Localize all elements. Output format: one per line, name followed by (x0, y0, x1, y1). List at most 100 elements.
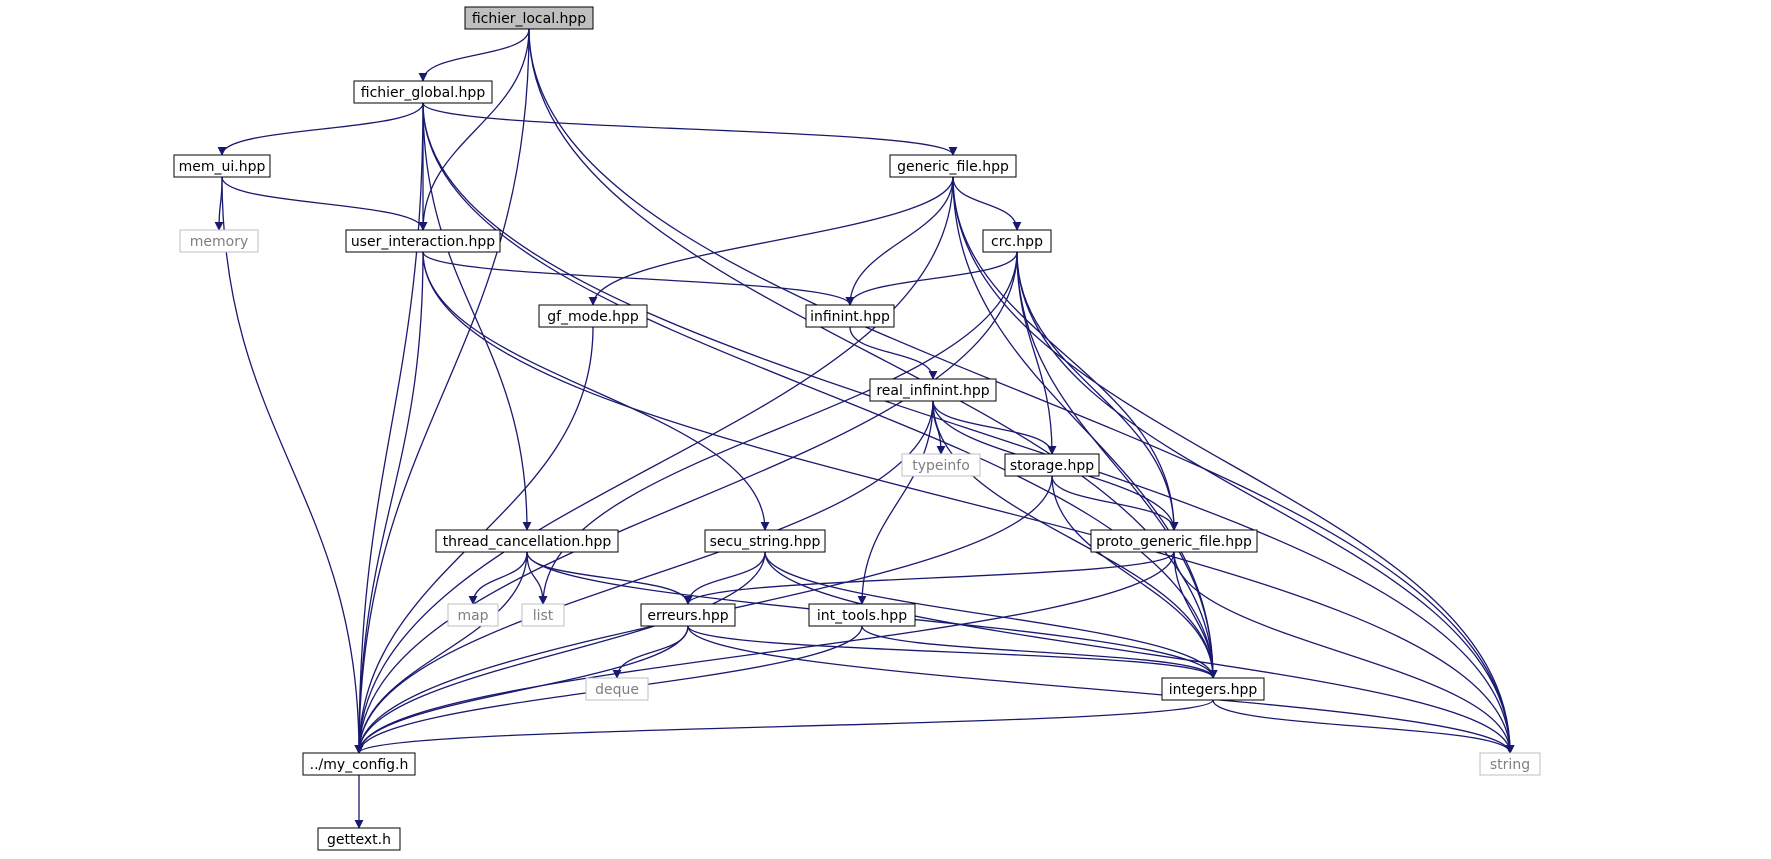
node-box[interactable] (640, 603, 736, 627)
node-box[interactable] (704, 529, 826, 553)
edge-crc-to-integers (1016, 251, 1218, 679)
node-box[interactable] (317, 827, 401, 851)
edge-storage-to-integers (1051, 475, 1218, 679)
node-label[interactable]: ../my_config.h (310, 757, 409, 773)
node-box[interactable] (345, 229, 501, 253)
node-gf-mode[interactable]: gf_mode.hpp (538, 304, 648, 328)
node-label: memory (190, 234, 249, 250)
edge-user_interaction-to-my_config (354, 251, 424, 754)
node-erreurs[interactable]: erreurs.hpp (640, 603, 736, 627)
edge-thread_cancellation-to-my_config (354, 551, 528, 754)
node-box (447, 603, 499, 627)
node-label[interactable]: real_infinint.hpp (876, 383, 989, 399)
node-label[interactable]: infinint.hpp (810, 309, 890, 325)
node-box[interactable] (538, 304, 648, 328)
node-list: list (521, 603, 565, 627)
edge-user_interaction-to-string (422, 251, 1515, 754)
node-label[interactable]: crc.hpp (991, 234, 1043, 250)
edge-fichier_global-to-thread_cancellation (422, 102, 532, 531)
edge-mem_ui-to-user_interaction (221, 176, 428, 231)
node-box[interactable] (464, 6, 594, 30)
edge-secu_string-to-my_config (354, 551, 766, 754)
node-box[interactable] (982, 229, 1052, 253)
node-generic-file[interactable]: generic_file.hpp (889, 154, 1017, 178)
edge-erreurs-to-string (687, 625, 1515, 754)
edge-proto_generic_file-to-integers (1173, 551, 1218, 679)
edge-secu_string-to-erreurs (683, 551, 766, 605)
edge-crc-to-my_config (354, 251, 1018, 754)
edge-mem_ui-to-my_config (221, 176, 364, 754)
node-gettext[interactable]: gettext.h (317, 827, 401, 851)
node-label[interactable]: fichier_global.hpp (361, 85, 486, 101)
node-label[interactable]: integers.hpp (1169, 682, 1258, 698)
node-int-tools[interactable]: int_tools.hpp (808, 603, 916, 627)
node-label[interactable]: storage.hpp (1010, 458, 1094, 474)
node-box[interactable] (1090, 529, 1258, 553)
node-mem-ui[interactable]: mem_ui.hpp (173, 154, 271, 178)
edge-user_interaction-to-infinint (422, 251, 855, 306)
edge-fichier_global-to-generic_file (422, 102, 958, 156)
node-box[interactable] (889, 154, 1017, 178)
node-box[interactable] (173, 154, 271, 178)
node-integers[interactable]: integers.hpp (1161, 677, 1265, 701)
node-real-infinint[interactable]: real_infinint.hpp (869, 378, 997, 402)
node-box (521, 603, 565, 627)
edge-erreurs-to-integers (687, 625, 1218, 679)
edge-secu_string-to-string (764, 551, 1515, 754)
node-label[interactable]: int_tools.hpp (817, 608, 907, 624)
node-box[interactable] (808, 603, 916, 627)
node-thread-cancellation[interactable]: thread_cancellation.hpp (435, 529, 619, 553)
node-secu-string[interactable]: secu_string.hpp (704, 529, 826, 553)
node-label[interactable]: secu_string.hpp (710, 534, 821, 550)
edge-fichier_global-to-integers (422, 102, 1218, 679)
node-map: map (447, 603, 499, 627)
edge-generic_file-to-gf_mode (588, 176, 954, 306)
node-fichier-local[interactable]: fichier_local.hpp (464, 6, 594, 30)
node-storage[interactable]: storage.hpp (1004, 453, 1100, 477)
edge-fichier_local-to-integers (528, 28, 1218, 679)
node-label[interactable]: proto_generic_file.hpp (1096, 534, 1252, 550)
node-label: list (533, 608, 554, 624)
node-box[interactable] (435, 529, 619, 553)
edge-fichier_global-to-mem_ui (217, 102, 424, 156)
edge-crc-to-string (1016, 251, 1515, 754)
node-label[interactable]: gettext.h (327, 832, 391, 848)
edge-infinint-to-real_infinint (849, 326, 938, 380)
node-box[interactable] (353, 80, 493, 104)
edge-crc-to-infinint (845, 251, 1018, 306)
node-label[interactable]: erreurs.hpp (647, 608, 728, 624)
node-fichier-global[interactable]: fichier_global.hpp (353, 80, 493, 104)
nodes: fichier_local.hpp fichier_global.hpp mem_u… (173, 6, 1541, 851)
edge-generic_file-to-my_config (354, 176, 954, 754)
node-box[interactable] (1004, 453, 1100, 477)
node-label[interactable]: user_interaction.hpp (351, 234, 495, 250)
node-box[interactable] (805, 304, 895, 328)
node-memory: memory (179, 229, 259, 253)
edge-generic_file-to-string (952, 176, 1515, 754)
node-proto-generic-file[interactable]: proto_generic_file.hpp (1090, 529, 1258, 553)
edge-user_interaction-to-secu_string (422, 251, 770, 531)
node-label[interactable]: fichier_local.hpp (472, 11, 586, 27)
node-user-interaction[interactable]: user_interaction.hpp (345, 229, 501, 253)
node-label[interactable]: gf_mode.hpp (547, 309, 639, 325)
node-box[interactable] (1161, 677, 1265, 701)
node-box[interactable] (869, 378, 997, 402)
edge-integers-to-string (1212, 699, 1515, 754)
node-infinint[interactable]: infinint.hpp (805, 304, 895, 328)
node-crc[interactable]: crc.hpp (982, 229, 1052, 253)
edge-real_infinint-to-my_config (354, 400, 934, 754)
edge-proto_generic_file-to-string (1173, 551, 1515, 754)
edge-real_infinint-to-storage (932, 400, 1057, 455)
node-label: map (457, 608, 488, 624)
edge-fichier_local-to-user_interaction (418, 28, 530, 231)
edge-int_tools-to-integers (861, 625, 1218, 679)
node-box (1479, 752, 1541, 776)
edge-generic_file-to-proto_generic_file (952, 176, 1179, 531)
node-label[interactable]: mem_ui.hpp (179, 159, 266, 175)
node-my-config[interactable]: ../my_config.h (302, 752, 416, 776)
edges (214, 28, 1515, 829)
node-label[interactable]: thread_cancellation.hpp (443, 534, 612, 550)
node-box[interactable] (302, 752, 416, 776)
node-label[interactable]: generic_file.hpp (897, 159, 1009, 175)
